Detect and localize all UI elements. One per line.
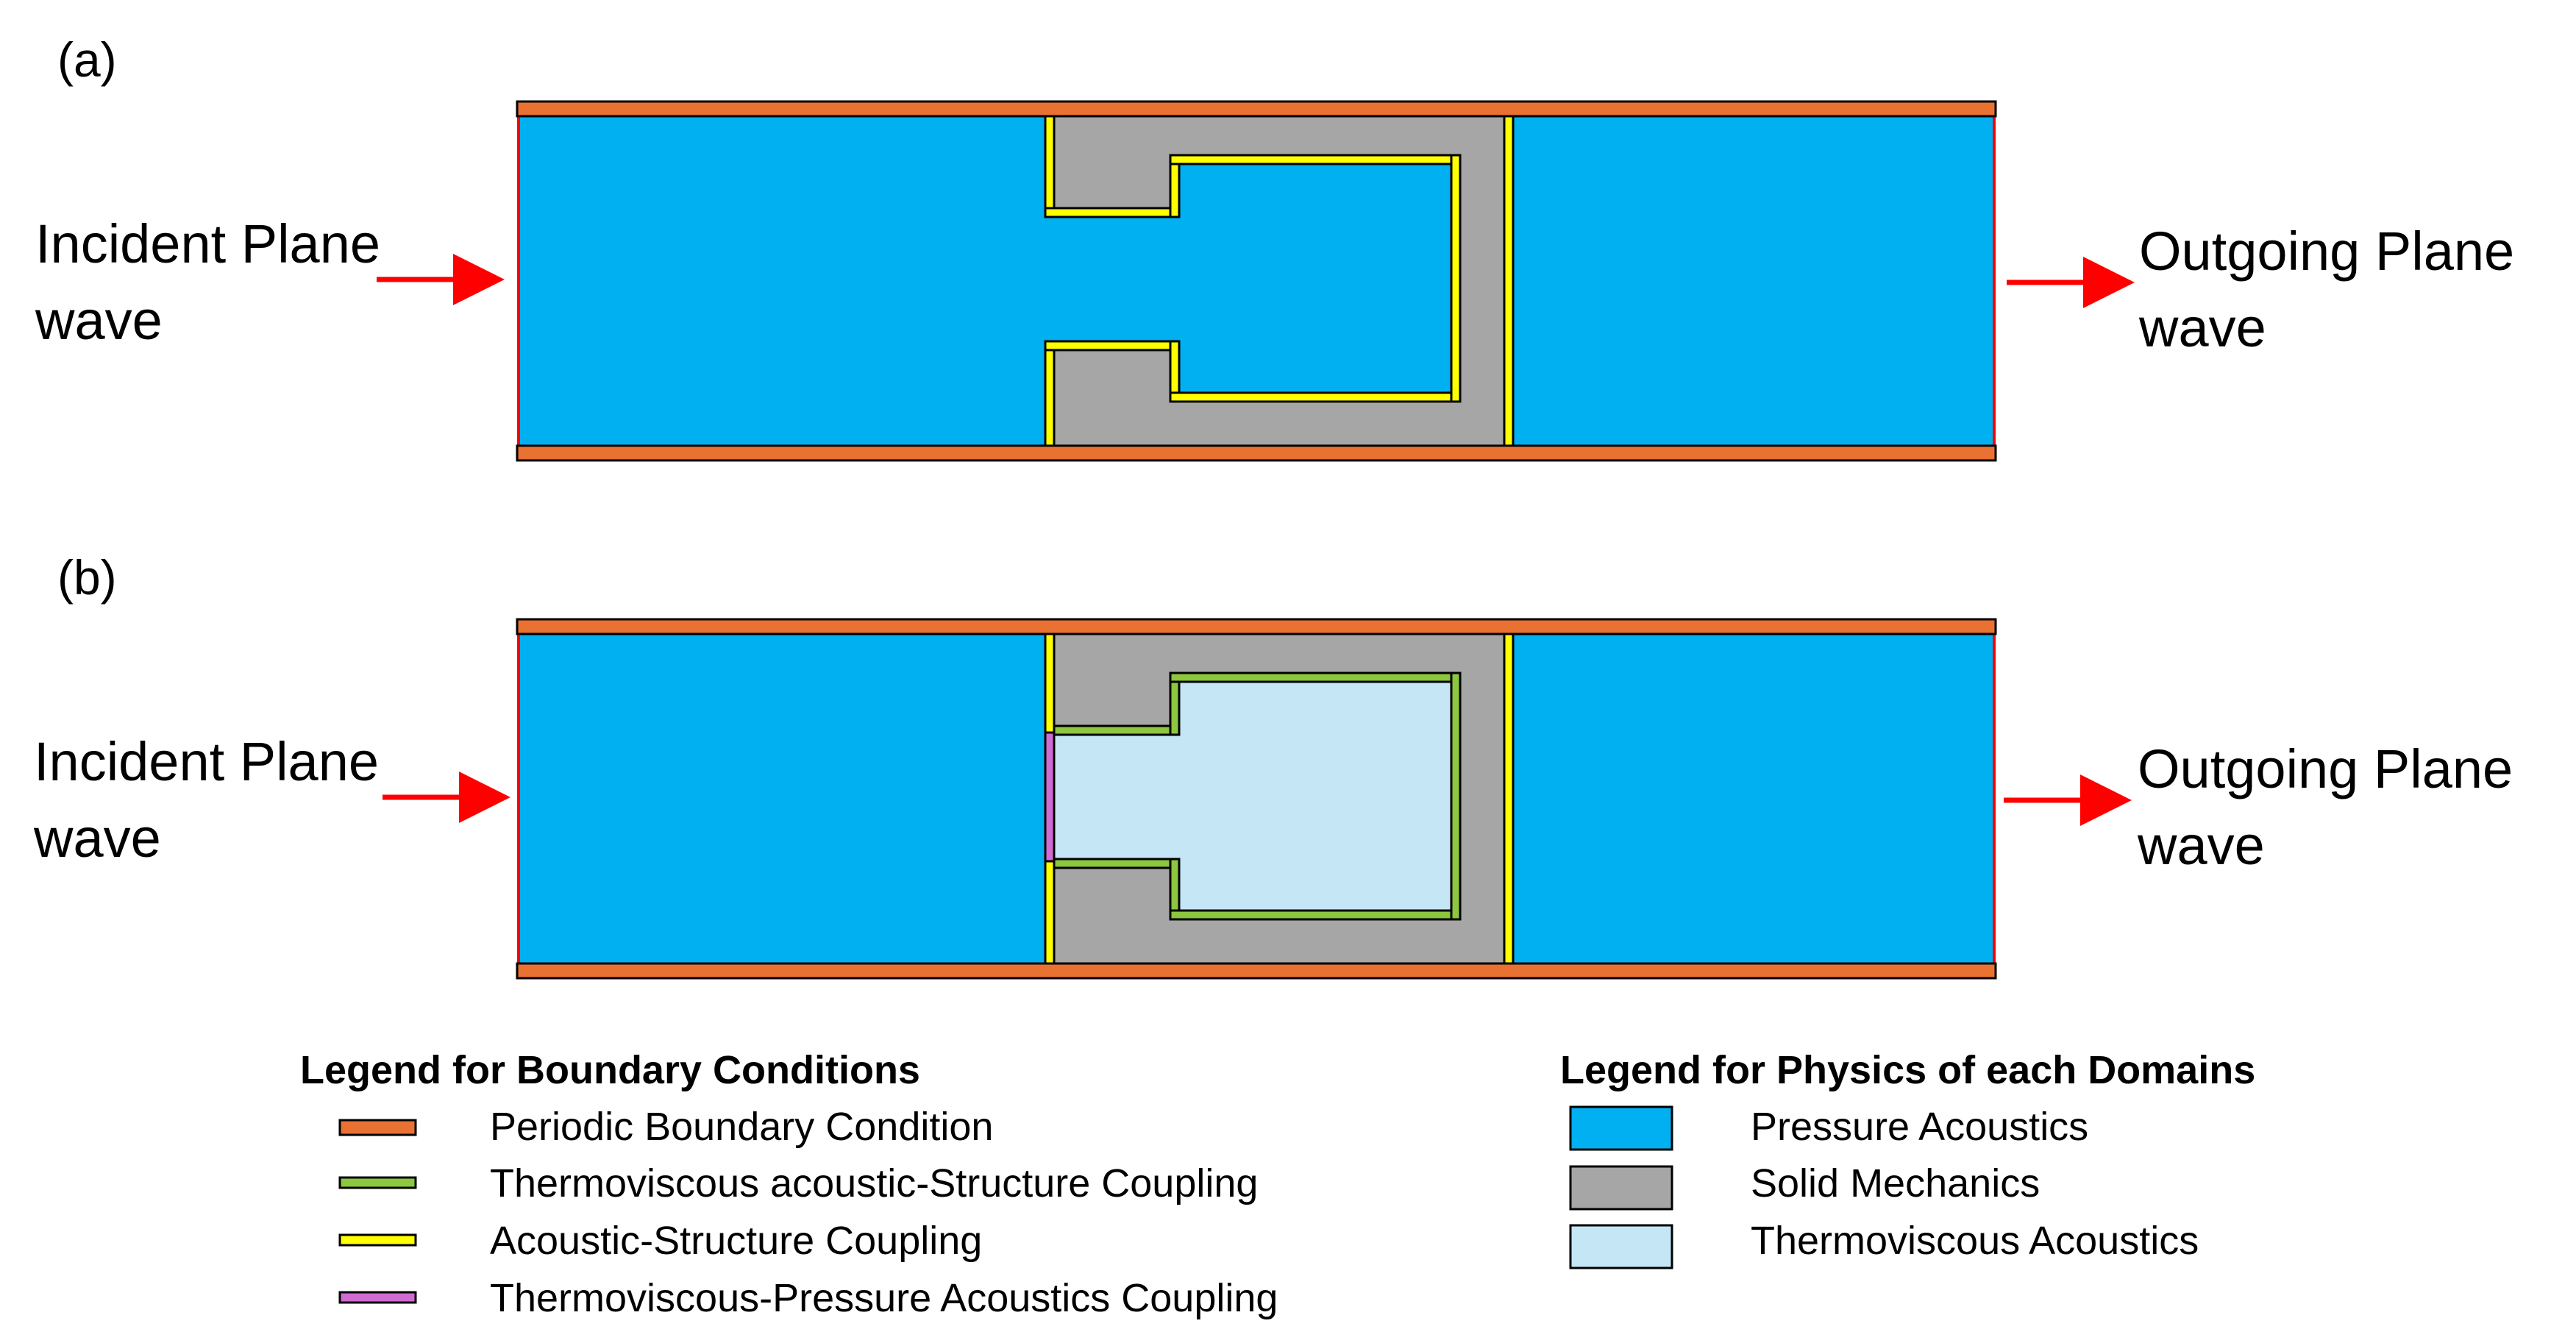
panel-b-incident-label: Incident Plane wave bbox=[34, 724, 379, 877]
panel-b-thermo-pressure-coupling bbox=[1044, 731, 1056, 863]
panel-b-outgoing-label: Outgoing Plane wave bbox=[2138, 731, 2513, 884]
panel-a-label: (a) bbox=[57, 32, 117, 87]
legend-physics-item-thermoviscous: Thermoviscous Acoustics bbox=[1751, 1219, 2199, 1263]
panel-b-periodic-bottom bbox=[516, 962, 1997, 980]
panel-a-periodic-bottom bbox=[516, 444, 1997, 462]
legend-swatch-thermo-pressure bbox=[338, 1291, 417, 1304]
legend-swatch-pressure-acoustics bbox=[1569, 1105, 1673, 1151]
panel-a-outgoing-label: Outgoing Plane wave bbox=[2139, 213, 2514, 366]
panel-a-outgoing-line2: wave bbox=[2139, 297, 2266, 358]
legend-bc-title: Legend for Boundary Conditions bbox=[300, 1048, 920, 1092]
legend-swatch-periodic bbox=[338, 1119, 417, 1136]
legend-physics-swatches bbox=[1569, 1105, 1673, 1269]
panel-b-incident-line1: Incident Plane bbox=[34, 731, 380, 792]
legend-swatch-solid-mechanics bbox=[1569, 1165, 1673, 1211]
legend-swatch-acoustic-structure bbox=[338, 1233, 417, 1247]
panel-b-periodic-top bbox=[516, 618, 1997, 635]
panel-a-incident-label: Incident Plane wave bbox=[35, 206, 380, 359]
panel-a-outgoing-line1: Outgoing Plane bbox=[2139, 221, 2515, 282]
legend-physics-title: Legend for Physics of each Domains bbox=[1560, 1048, 2256, 1092]
legend-bc-item-acoustic-structure: Acoustic-Structure Coupling bbox=[490, 1219, 983, 1263]
panel-a-incident-line2: wave bbox=[35, 290, 163, 351]
panel-b-outgoing-line2: wave bbox=[2138, 815, 2265, 876]
legend-bc-item-thermo-pressure: Thermoviscous-Pressure Acoustics Couplin… bbox=[490, 1276, 1278, 1320]
panel-a-incident-line1: Incident Plane bbox=[35, 213, 381, 274]
panel-b-incident-line2: wave bbox=[34, 808, 161, 869]
panel-b-label: (b) bbox=[57, 550, 117, 605]
legend-swatch-thermo-structure bbox=[338, 1176, 417, 1189]
legend-physics-item-pressure: Pressure Acoustics bbox=[1751, 1105, 2089, 1149]
legend-bc-item-periodic: Periodic Boundary Condition bbox=[490, 1105, 994, 1149]
legend-physics-item-solid: Solid Mechanics bbox=[1751, 1161, 2040, 1205]
legend-bc-item-thermo-structure: Thermoviscous acoustic-Structure Couplin… bbox=[490, 1161, 1259, 1205]
panel-a-diagram bbox=[377, 100, 2135, 462]
panel-b-diagram bbox=[383, 618, 2132, 980]
panel-b-thermo-structure-coupling bbox=[1053, 672, 1462, 921]
panel-b-outgoing-line1: Outgoing Plane bbox=[2138, 738, 2513, 799]
legend-swatch-thermoviscous bbox=[1569, 1224, 1673, 1269]
legend-bc-swatches bbox=[338, 1119, 417, 1304]
panel-a-periodic-top bbox=[516, 100, 1997, 118]
